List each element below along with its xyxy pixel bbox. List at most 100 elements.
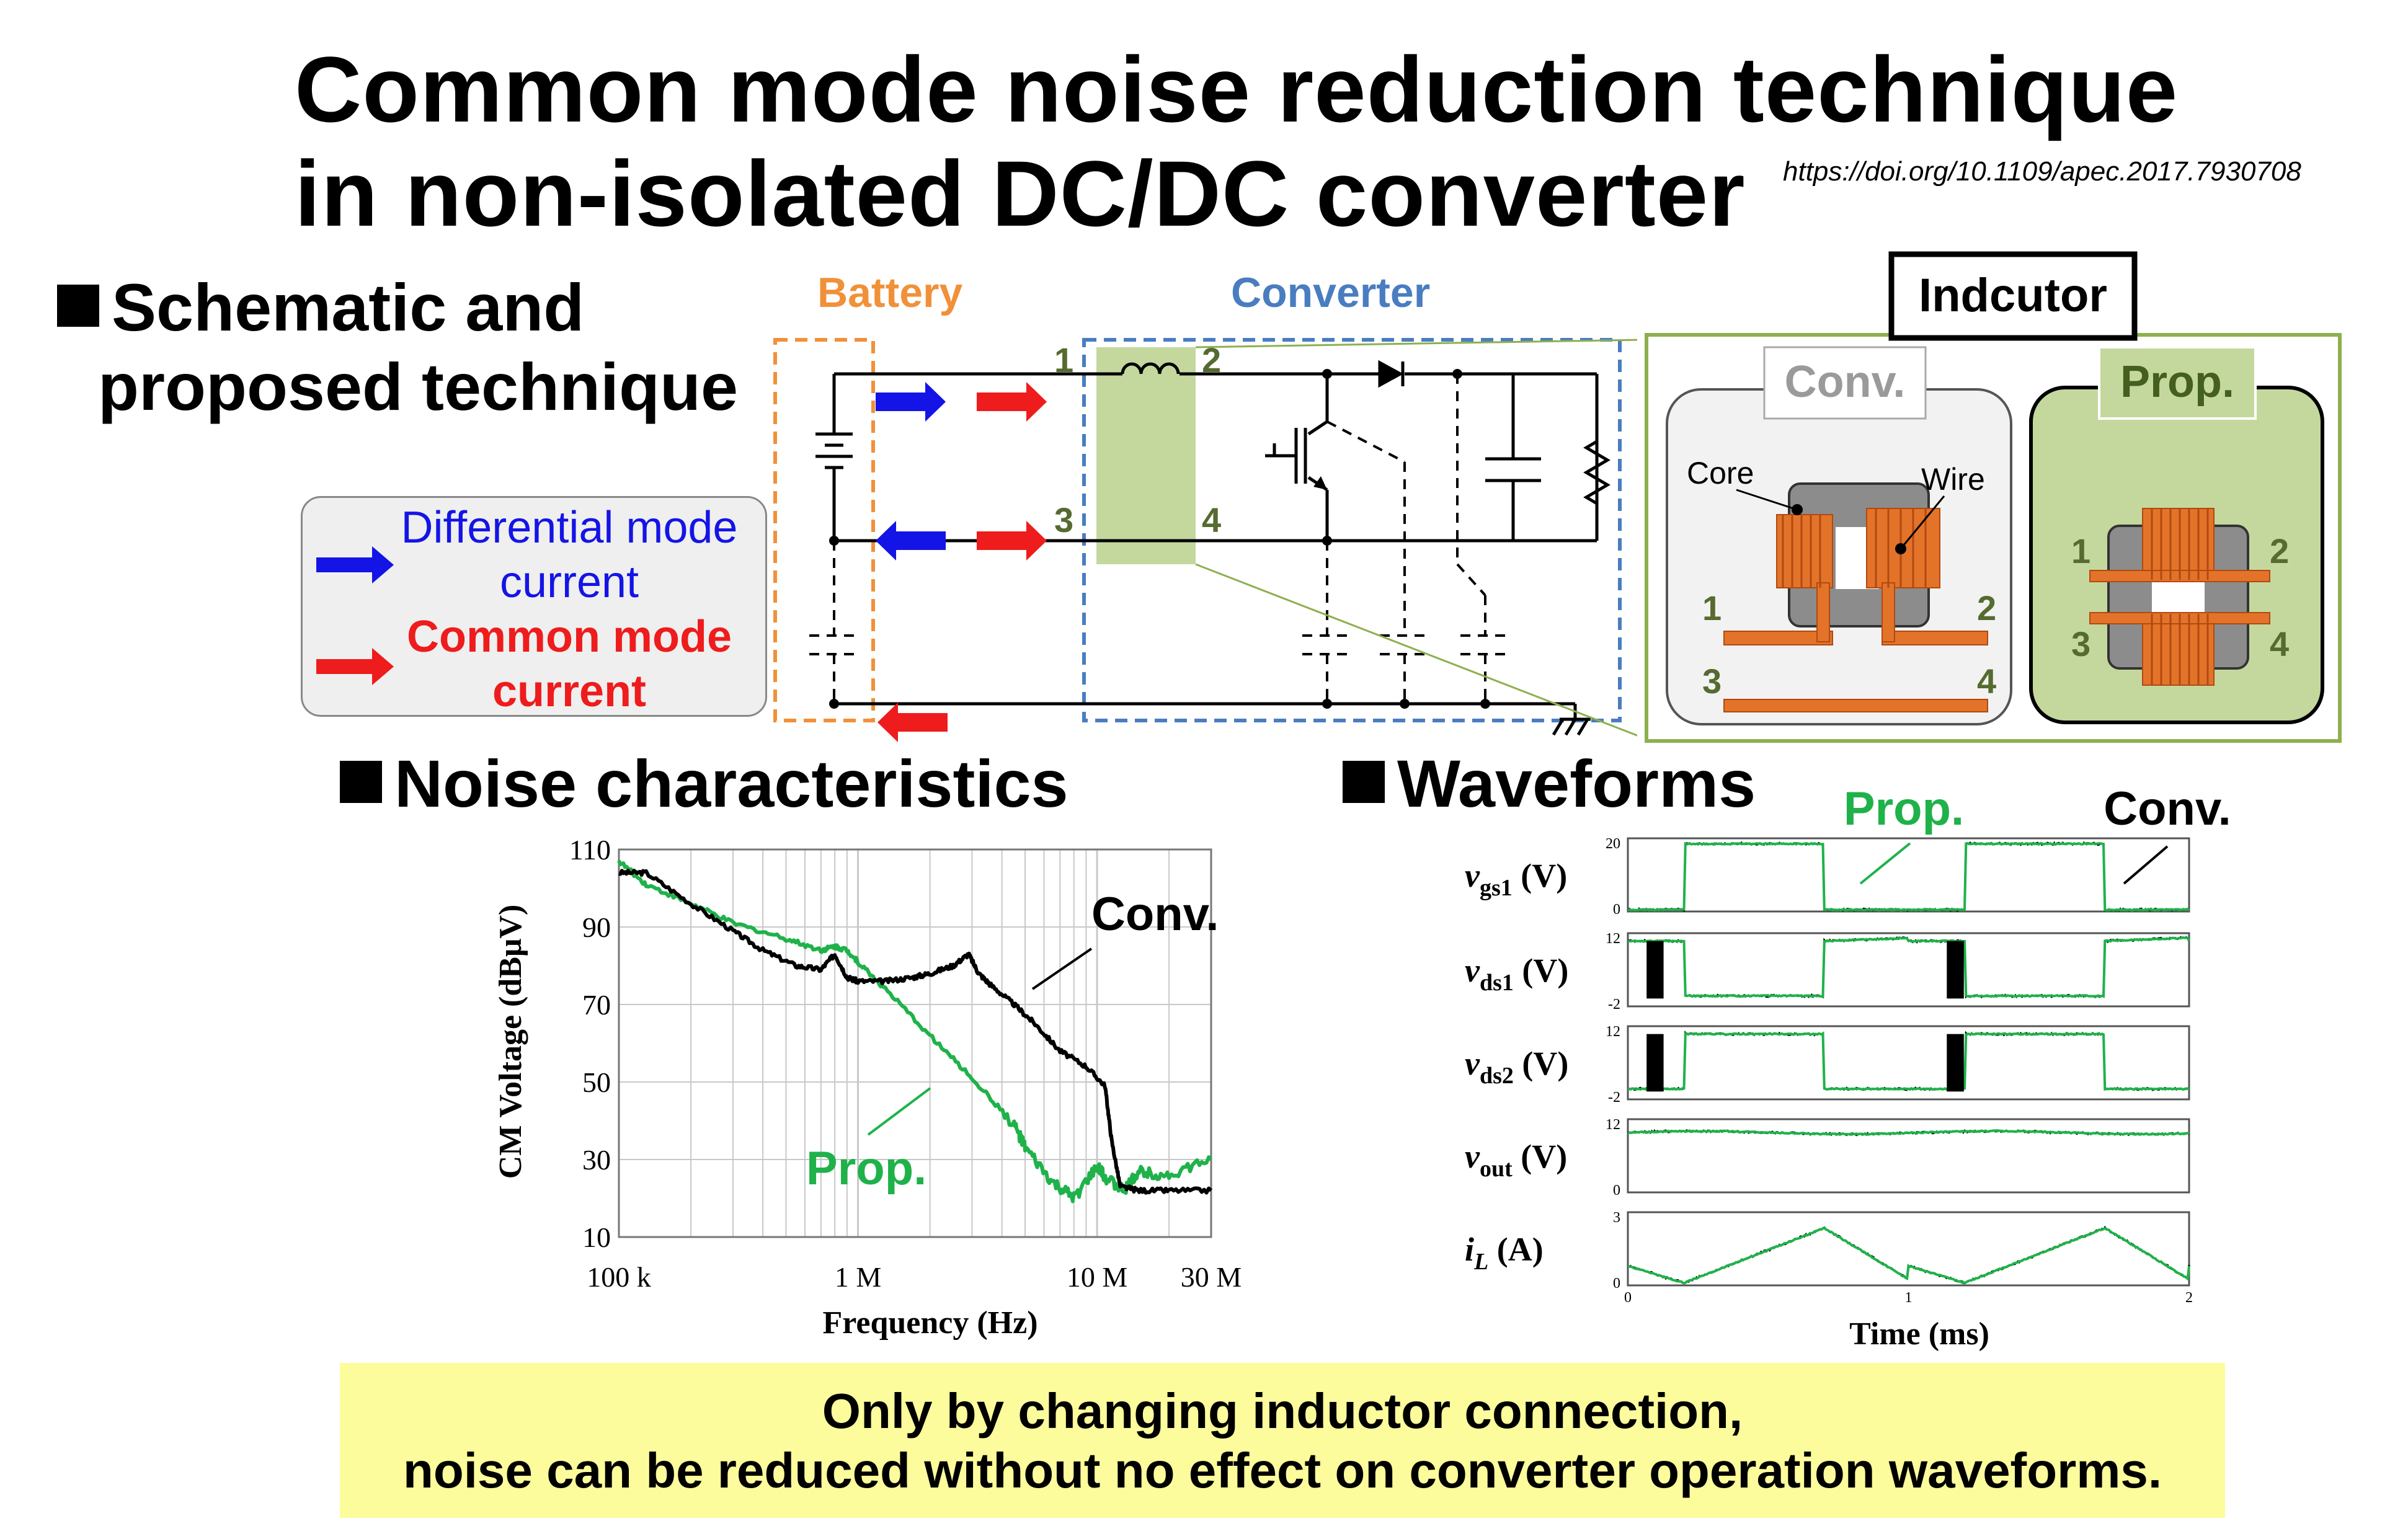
converter-box (1082, 338, 1622, 722)
wave-ringing (1947, 1034, 1964, 1092)
prop-terminal-4: 4 (2270, 624, 2289, 663)
wave-ringing (1947, 941, 1964, 999)
wave-x-tick-label: 0 (1624, 1290, 1632, 1306)
prop-terminal-3: 3 (2071, 624, 2090, 663)
wave-panel-label: iL (A) (1465, 1231, 1544, 1275)
current-legend: Differential mode current Common mode cu… (301, 496, 767, 717)
noise-y-tick-label: 90 (582, 911, 611, 943)
noise-x-tick-label: 100 k (587, 1261, 651, 1293)
noise-conv-annotation: Conv. (1091, 888, 1219, 941)
wave-panel-frame (1627, 1025, 2190, 1101)
dm-forward-arrow-icon (876, 382, 946, 422)
blue-arrow-icon (316, 546, 394, 583)
wave-prop-line (1627, 1129, 2190, 1137)
inductor-title: Indcutor (1919, 269, 2107, 322)
wave-y-tick-label: 12 (1606, 931, 1620, 947)
wire-label: Wire (1921, 462, 1985, 497)
wave-prop-line (1627, 936, 2190, 998)
noise-y-tick-label: 110 (569, 834, 611, 866)
differential-mode-label: Differential mode current (401, 503, 738, 607)
wave-y-tick-label: 12 (1606, 1117, 1620, 1133)
title-line-1: Common mode noise reduction technique (295, 37, 2179, 141)
wave-y-tick-label: 0 (1613, 902, 1620, 918)
wave-conv-legend: Conv. (2104, 783, 2231, 835)
conclusion-line-1: Only by changing inductor connection, (822, 1383, 1743, 1439)
conclusion-box: Only by changing inductor connection, no… (340, 1363, 2225, 1518)
wave-panel-label: vgs1 (V) (1465, 857, 1567, 901)
dm-return-arrow-icon (876, 521, 946, 561)
conv-terminal-1: 1 (1702, 588, 1722, 627)
red-arrow-icon (316, 648, 394, 685)
wave-panel-frame (1627, 1118, 2190, 1194)
terminal-3-label: 3 (1054, 500, 1073, 539)
doi-link[interactable]: https://doi.org/10.1109/apec.2017.793070… (1783, 156, 2301, 187)
wave-y-tick-label: 0 (1613, 1182, 1620, 1199)
inductor-panel: Indcutor Conv. Core Wire 1 2 3 4 Prop. (1645, 251, 2342, 743)
wave-panel-label: vout (V) (1465, 1138, 1567, 1182)
cm-forward-arrow-icon (977, 382, 1047, 422)
common-mode-label: Common mode current (406, 612, 732, 716)
noise-x-tick-label: 30 M (1181, 1261, 1242, 1293)
noise-y-tick-label: 30 (582, 1144, 611, 1176)
converter-label: Converter (1231, 269, 1430, 316)
title-line-2: in non-isolated DC/DC converter (295, 141, 1746, 246)
battery-label: Battery (817, 269, 962, 316)
wave-prop-legend: Prop. (1844, 783, 1964, 835)
conclusion-line-2: noise can be reduced without no effect o… (402, 1443, 2162, 1498)
noise-series-conv-line (618, 869, 1213, 1195)
noise-x-tick-label: 1 M (835, 1261, 881, 1293)
conv-winding-icon (1723, 508, 1988, 712)
wave-y-tick-label: -2 (1608, 1089, 1620, 1106)
terminal-2-label: 2 (1202, 340, 1221, 379)
bullet-square-icon (340, 761, 382, 803)
bullet-square-icon (1343, 761, 1385, 803)
conv-terminal-3: 3 (1702, 662, 1722, 701)
page-title: Common mode noise reduction technique in… (295, 37, 2178, 246)
wave-y-tick-label: 3 (1613, 1210, 1620, 1226)
converter-schematic: Battery Converter (773, 269, 1637, 742)
wave-ringing (1646, 941, 1664, 999)
wave-panel-label: vds1 (V) (1465, 952, 1568, 996)
noise-x-axis-label: Frequency (Hz) (822, 1305, 1037, 1341)
wave-y-tick-label: 12 (1606, 1024, 1620, 1040)
wave-x-tick-label: 1 (1905, 1290, 1913, 1306)
noise-prop-annotation: Prop. (806, 1142, 926, 1195)
wave-ringing (1646, 1034, 1664, 1092)
battery-box (773, 338, 875, 722)
noise-x-tick-label: 10 M (1067, 1261, 1127, 1293)
noise-characteristics-chart: 10 30 50 70 90 110 100 k 1 M 10 M 30 M Frequency… (493, 834, 1242, 1341)
core-label: Core (1687, 456, 1754, 490)
wave-y-tick-label: 0 (1613, 1275, 1620, 1292)
cm-return-arrow-icon (877, 703, 948, 742)
section-noise-heading: Noise characteristics (340, 744, 1068, 823)
noise-y-tick-label: 10 (582, 1222, 611, 1253)
noise-plot-frame (618, 848, 1212, 1238)
bullet-square-icon (57, 285, 99, 327)
section-waveforms-heading: Waveforms (1343, 744, 1756, 823)
prop-terminal-1: 1 (2071, 531, 2090, 570)
conv-card-label: Conv. (1785, 357, 1906, 407)
wave-panel-frame (1627, 837, 2190, 913)
terminal-1-label: 1 (1054, 340, 1073, 379)
wave-prop-line (1627, 1226, 2190, 1285)
prop-terminal-2: 2 (2270, 531, 2289, 570)
wave-prop-line (1627, 1031, 2190, 1091)
noise-y-axis-label: CM Voltage (dBμV) (493, 905, 528, 1179)
wave-panel-label: vds2 (V) (1465, 1045, 1568, 1089)
inductor-block (1096, 347, 1196, 564)
wave-x-axis-label: Time (ms) (1849, 1316, 1989, 1352)
noise-series-prop-line (617, 859, 1213, 1204)
wave-y-tick-label: 20 (1606, 836, 1620, 852)
wave-panel-frame (1627, 1211, 2190, 1287)
section-schematic-heading: Schematic and proposed technique (57, 268, 738, 427)
wave-y-tick-label: -2 (1608, 996, 1620, 1013)
terminal-4-label: 4 (1202, 500, 1221, 539)
noise-y-tick-label: 70 (582, 989, 611, 1021)
wave-x-tick-label: 2 (2185, 1290, 2193, 1306)
conv-terminal-2: 2 (1977, 588, 1996, 627)
wave-prop-line (1627, 841, 2190, 912)
noise-y-tick-label: 50 (582, 1066, 611, 1098)
wave-panel-frame (1627, 932, 2190, 1008)
prop-card-label: Prop. (2120, 357, 2234, 407)
